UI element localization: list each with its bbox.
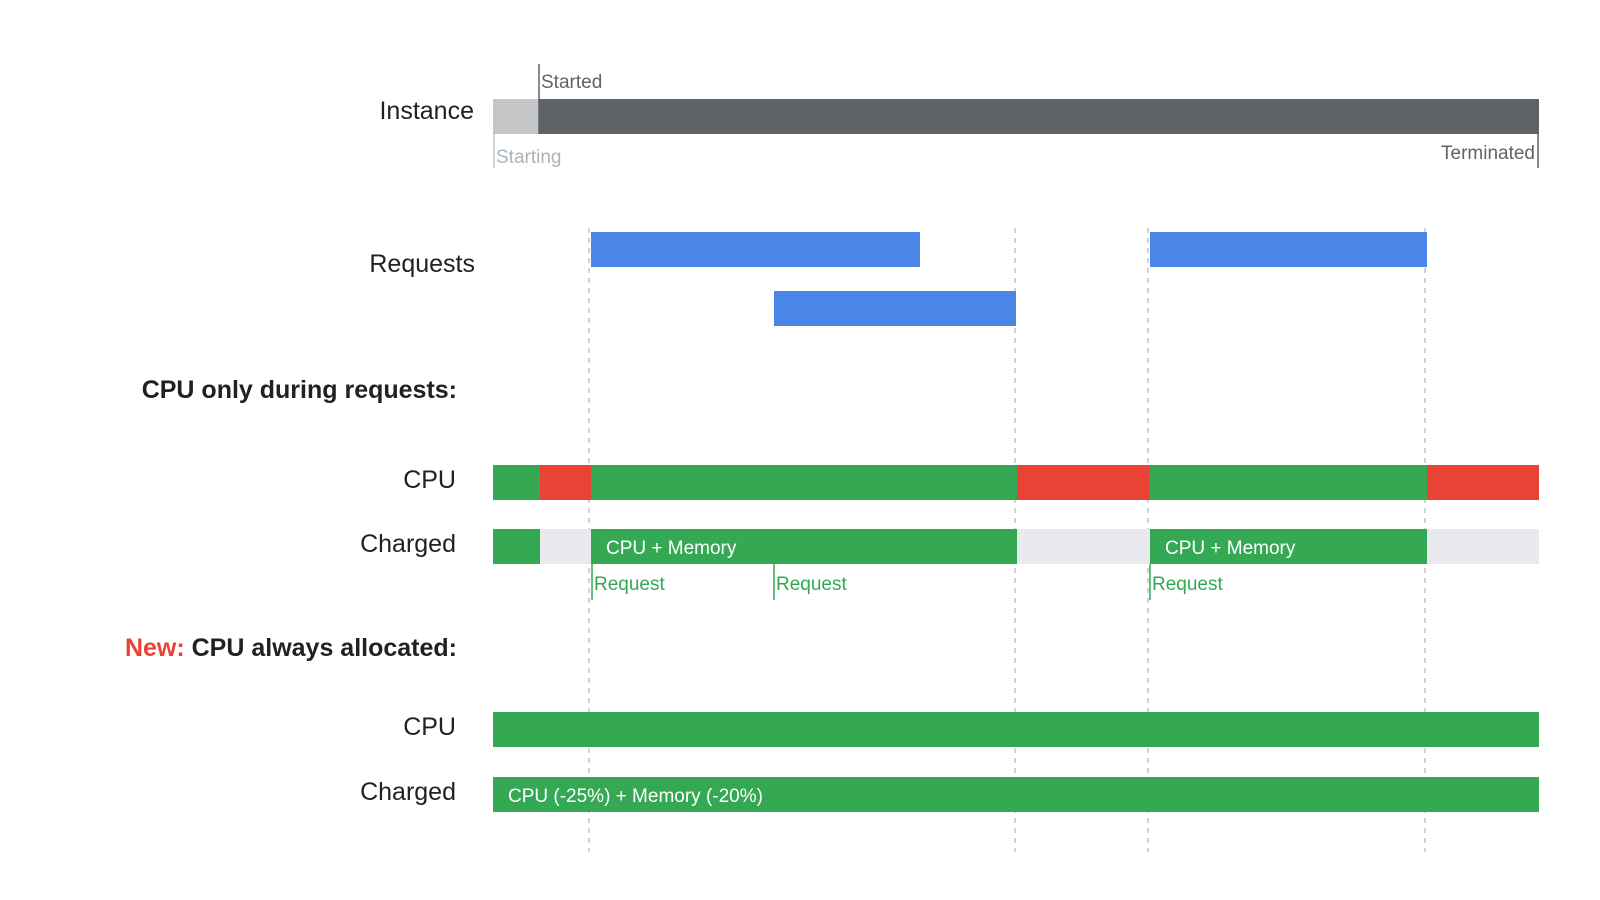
section-title-cpu-always-allocated-text: CPU always allocated: <box>185 634 457 662</box>
row-label-cpu-2: CPU <box>403 713 456 741</box>
request-marker-3-label: Request <box>1152 574 1223 595</box>
charged-1-segment-a <box>591 529 1017 564</box>
row-label-requests: Requests <box>369 250 475 278</box>
charged-2-always <box>493 777 1539 812</box>
charged-1-idle-2 <box>1017 529 1150 564</box>
charged-1-startup <box>493 529 540 564</box>
started-marker-label: Started <box>541 72 602 93</box>
cpu-1-active-2 <box>1150 465 1427 500</box>
cpu-1-active-1 <box>591 465 1017 500</box>
charged-1-idle-3 <box>1427 529 1539 564</box>
cpu-1-active-startup <box>493 465 540 500</box>
starting-marker-label: Starting <box>496 147 561 168</box>
instance-starting-segment <box>493 99 539 134</box>
cpu-1-throttled-3 <box>1427 465 1539 500</box>
cpu-2-always-on <box>493 712 1539 747</box>
instance-running-segment <box>539 99 1539 134</box>
request-bar-1 <box>591 232 920 267</box>
row-label-instance: Instance <box>379 97 474 125</box>
request-bar-3 <box>1150 232 1427 267</box>
new-badge-text: New: <box>125 634 185 662</box>
charged-1-segment-b-label: CPU + Memory <box>1165 538 1296 559</box>
charged-1-segment-b <box>1150 529 1427 564</box>
section-title-cpu-always-allocated: New: CPU always allocated: <box>125 634 457 662</box>
row-label-charged-1: Charged <box>360 530 456 558</box>
terminated-marker-label: Terminated <box>1441 143 1535 164</box>
cpu-1-throttled-2 <box>1017 465 1150 500</box>
cpu-1-throttled-1 <box>540 465 591 500</box>
row-label-charged-2: Charged <box>360 778 456 806</box>
request-bar-2 <box>774 291 1016 326</box>
request-marker-1-label: Request <box>594 574 665 595</box>
row-label-cpu-1: CPU <box>403 466 456 494</box>
charged-1-segment-a-label: CPU + Memory <box>606 538 737 559</box>
section-title-cpu-only-during-requests: CPU only during requests: <box>142 376 457 404</box>
charged-1-idle-1 <box>540 529 591 564</box>
charged-2-always-label: CPU (-25%) + Memory (-20%) <box>508 786 763 807</box>
request-marker-2-label: Request <box>776 574 847 595</box>
